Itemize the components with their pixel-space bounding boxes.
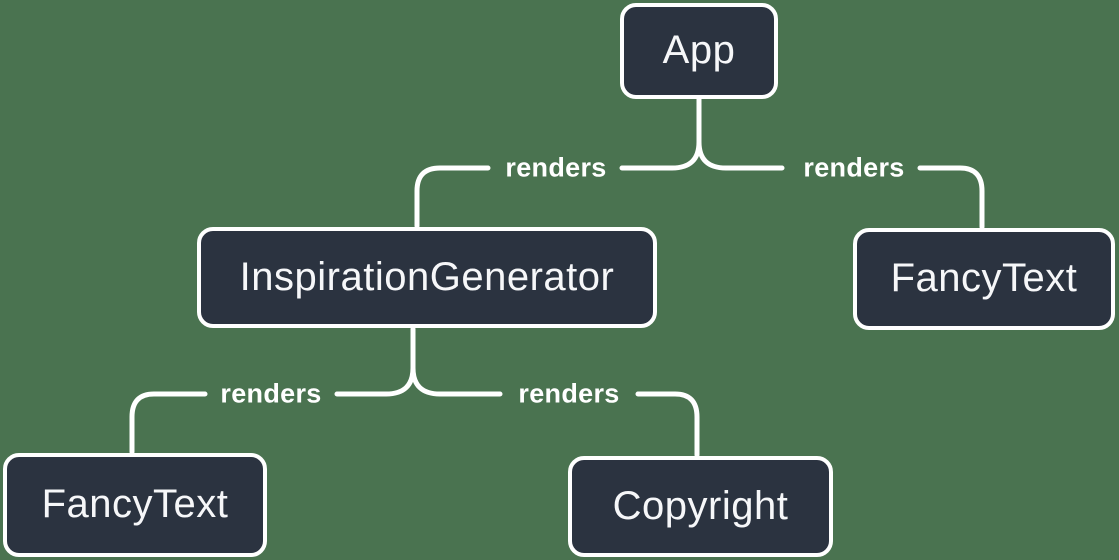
edge-label-app-inspirationgenerator: renders — [505, 152, 607, 183]
edge-ig-to-fancytext-inner — [334, 326, 416, 397]
edge-app-to-inspirationgenerator-inner — [619, 96, 702, 171]
edge-label-app-fancytext: renders — [803, 152, 905, 183]
node-copyright-label: Copyright — [612, 483, 789, 528]
edge-ig-to-copyright-outer — [635, 391, 700, 458]
node-fancy-text-top-right: FancyText — [853, 228, 1115, 330]
edge-app-to-inspirationgenerator-outer — [414, 165, 491, 229]
edge-ig-to-fancytext-outer — [129, 391, 208, 455]
node-inspiration-generator: InspirationGenerator — [197, 227, 657, 328]
edge-label-ig-copyright: renders — [518, 378, 620, 409]
node-copyright: Copyright — [568, 456, 833, 557]
edge-ig-to-copyright-inner — [410, 365, 503, 397]
node-fancy-text-bottom-left-label: FancyText — [41, 482, 229, 526]
edge-label-ig-fancytext: renders — [220, 378, 322, 409]
node-app-label: App — [662, 28, 736, 72]
node-fancy-text-top-right-label: FancyText — [890, 256, 1078, 300]
node-inspiration-generator-label: InspirationGenerator — [239, 254, 615, 299]
node-app: App — [620, 3, 778, 99]
node-fancy-text-bottom-left: FancyText — [3, 453, 267, 557]
edge-app-to-fancytext-inner — [696, 139, 785, 171]
edge-app-to-fancytext-outer — [917, 165, 985, 230]
